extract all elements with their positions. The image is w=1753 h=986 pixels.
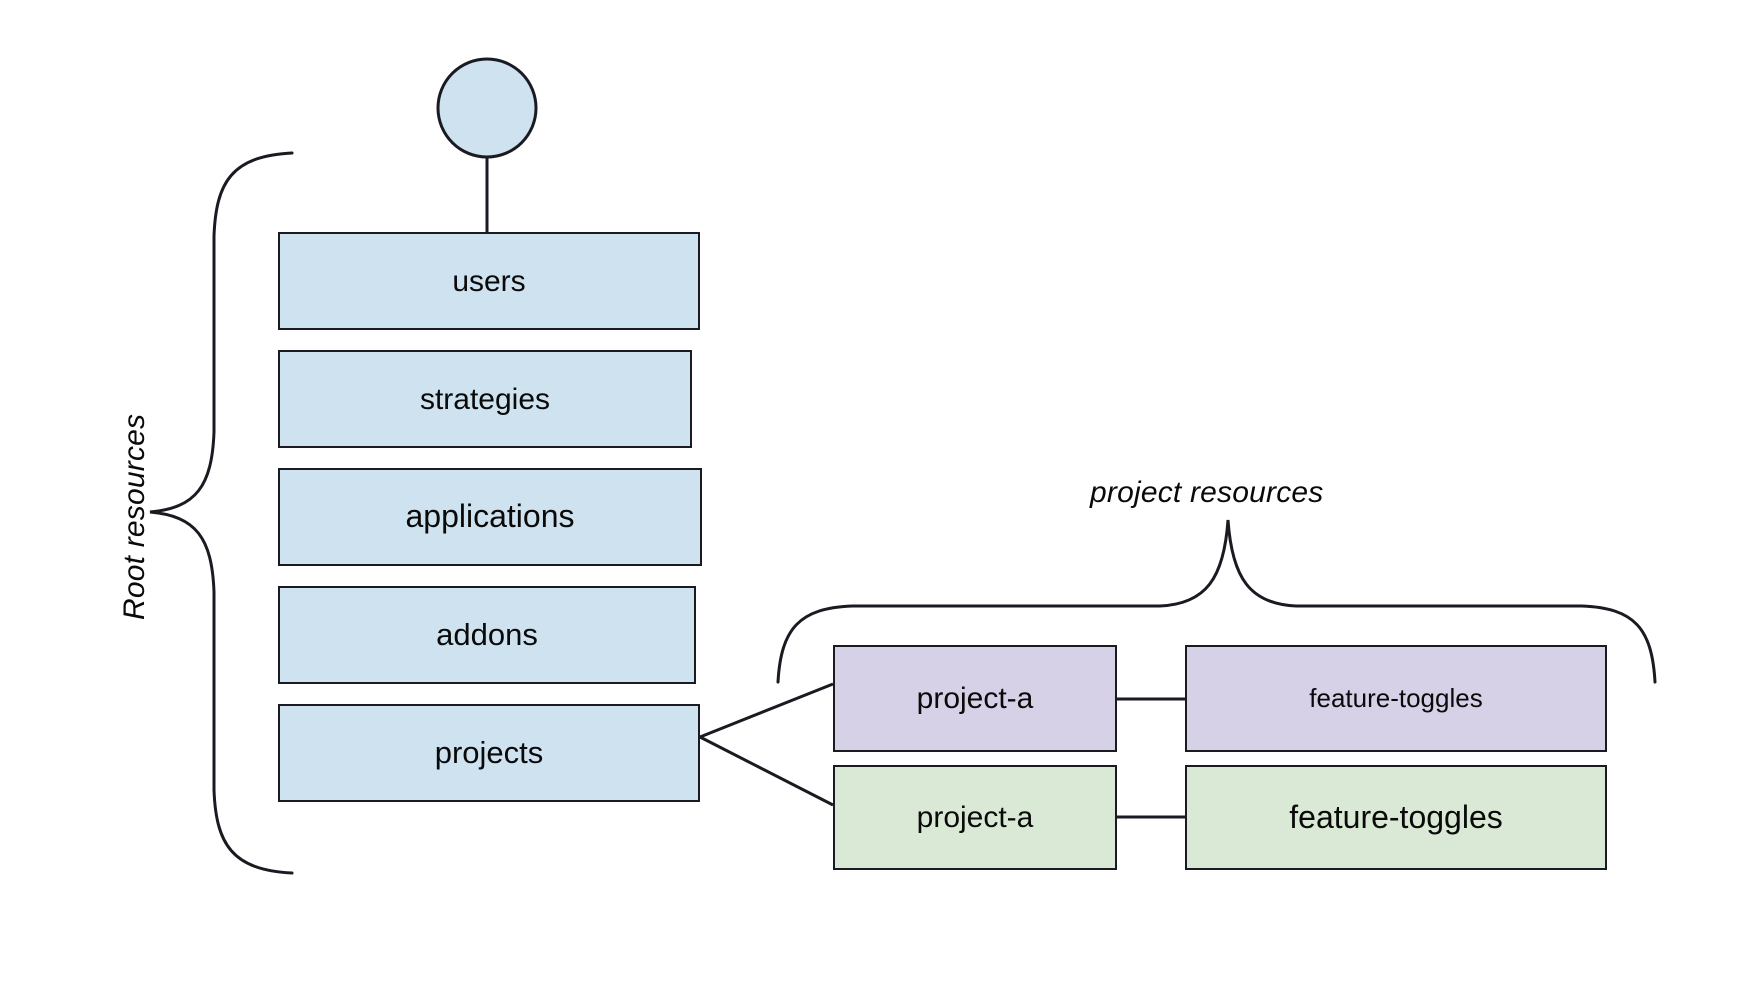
node-feature-toggles-green[interactable]: feature-toggles [1185,765,1607,870]
node-project-a-green-label: project-a [916,801,1034,834]
node-feature-toggles-purple-label: feature-toggles [1309,683,1483,714]
node-project-a-purple[interactable]: project-a [833,645,1117,752]
connector-projects-to-project-a-green [699,735,834,807]
connector-projects-to-project-a-purple [699,682,834,739]
root-node-circle [436,57,538,159]
node-project-a-green[interactable]: project-a [833,765,1117,870]
node-projects[interactable]: projects [278,704,700,802]
root-resources-brace-label: Root resources [118,413,151,620]
node-users[interactable]: users [278,232,700,330]
node-addons[interactable]: addons [278,586,696,684]
node-project-a-purple-label: project-a [916,682,1034,715]
node-projects-label: projects [434,734,544,770]
node-addons-label: addons [436,616,538,652]
node-strategies-label: strategies [419,382,551,416]
root-resources-brace [149,151,294,875]
node-users-label: users [452,264,526,298]
project-resources-brace-label: project resources [1090,476,1324,509]
node-feature-toggles-green-label: feature-toggles [1289,798,1503,835]
node-strategies[interactable]: strategies [278,350,692,448]
node-applications[interactable]: applications [278,468,702,566]
node-feature-toggles-purple[interactable]: feature-toggles [1185,645,1607,752]
node-applications-label: applications [405,498,575,535]
